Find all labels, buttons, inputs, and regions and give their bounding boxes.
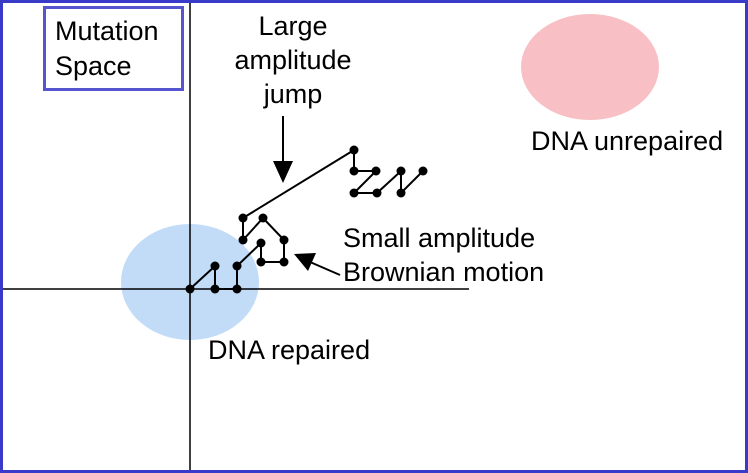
path-point <box>256 238 266 248</box>
small-motion-line1: Small amplitude <box>343 223 536 253</box>
small-motion-arrow <box>294 253 341 276</box>
large-jump-line3: jump <box>263 79 323 109</box>
path-point <box>238 235 248 245</box>
path-point <box>279 235 289 245</box>
path-point <box>396 166 406 176</box>
path-point <box>349 145 359 155</box>
path-point <box>349 166 359 176</box>
path-point <box>258 213 268 223</box>
large-jump-line2: amplitude <box>234 45 352 75</box>
large-jump-label: Large amplitude jump <box>213 9 373 111</box>
path-point <box>185 284 195 294</box>
title-box <box>43 6 184 91</box>
dna-repaired-label: DNA repaired <box>208 335 371 365</box>
path-point <box>349 188 359 198</box>
path-points <box>185 145 428 294</box>
dna-unrepaired-label: DNA unrepaired <box>531 126 724 156</box>
title-line2: Space <box>55 51 132 81</box>
large-jump-arrow <box>273 116 293 183</box>
path-point <box>256 257 266 267</box>
path-point <box>372 188 382 198</box>
path-point <box>238 213 248 223</box>
path-point <box>210 261 220 271</box>
path-point <box>396 188 406 198</box>
dna-unrepaired-region <box>521 14 659 120</box>
small-motion-line2: Brownian motion <box>343 257 545 287</box>
path-point <box>232 261 242 271</box>
path-point <box>210 284 220 294</box>
diagram-canvas <box>3 3 659 470</box>
path-point <box>418 166 428 176</box>
path-point <box>232 284 242 294</box>
large-jump-line1: Large <box>258 11 328 41</box>
path-point <box>279 257 289 267</box>
title-line1: Mutation <box>55 16 159 46</box>
large-jump-segment <box>242 149 355 219</box>
path-point <box>371 166 381 176</box>
brownian-steps-upper <box>351 150 424 196</box>
